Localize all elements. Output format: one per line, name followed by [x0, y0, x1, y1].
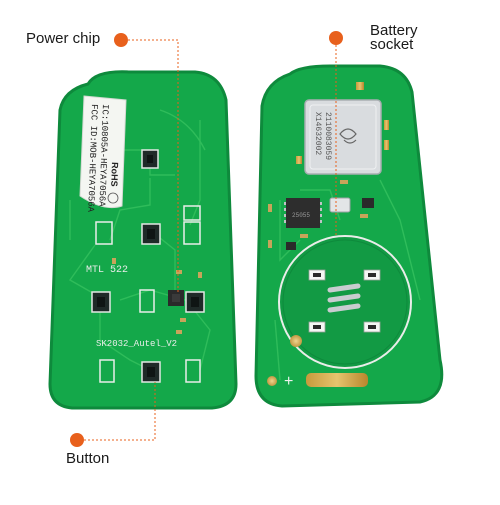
left-buttons	[91, 149, 205, 383]
power-chip	[168, 290, 184, 306]
passive-components	[268, 180, 368, 248]
sticker-ic-text: IC:10805A-HEYA7056A	[96, 104, 110, 208]
callout-power-chip	[114, 33, 179, 292]
mtl-silkscreen: MTL 522	[86, 265, 128, 276]
right-pcb-board: X14632002 2110083059 25055	[254, 64, 444, 408]
module-logo-icon	[339, 128, 357, 144]
power-chip-marker	[114, 33, 128, 47]
chip-marking: 25055	[292, 212, 310, 219]
button-label: Button	[66, 450, 110, 467]
corner-gold-pad	[267, 376, 277, 386]
battery-socket	[278, 235, 412, 369]
left-traces	[68, 109, 211, 371]
round-gold-pad	[290, 335, 302, 347]
callout-button	[70, 382, 156, 447]
callout-battery-socket	[329, 31, 343, 236]
left-pcb-board: FCC ID:MOB-HEYA7056A IC:10805A-HEYA7056A…	[48, 70, 238, 410]
button-center-upper	[141, 223, 161, 245]
module-code-1: X14632002	[313, 112, 322, 155]
rohs-mark: RoHS	[109, 162, 120, 187]
battery-socket-label: Battery socket	[370, 22, 418, 53]
smd-components	[112, 258, 202, 334]
button-marker	[70, 433, 84, 447]
plus-silkscreen: +	[284, 373, 293, 390]
battery-contact-bar	[306, 373, 368, 387]
recycle-icon	[107, 192, 119, 204]
silkscreen-pads	[95, 205, 201, 383]
button-top	[141, 149, 159, 169]
sticker-fcc-text: FCC ID:MOB-HEYA7056A	[85, 104, 99, 213]
power-chip-label: Power chip	[26, 30, 101, 47]
button-bottom	[141, 361, 161, 383]
spring-contacts	[327, 283, 361, 313]
battery-label-line1: Battery	[370, 22, 418, 39]
battery-socket-marker	[329, 31, 343, 45]
small-ics	[286, 198, 374, 250]
microcontroller-chip: 25055	[284, 198, 322, 228]
battery-label-line2: socket	[370, 36, 414, 53]
model-silkscreen: SK2032_Autel_V2	[96, 339, 177, 349]
button-middle-left	[91, 291, 111, 313]
contact-pads	[296, 82, 389, 164]
rf-shield-module: X14632002 2110083059	[304, 99, 382, 175]
module-code-2: 2110083059	[323, 112, 332, 160]
fcc-sticker: FCC ID:MOB-HEYA7056A IC:10805A-HEYA7056A…	[79, 95, 127, 213]
button-middle-right	[185, 291, 205, 313]
crystal-oscillator	[329, 197, 351, 213]
